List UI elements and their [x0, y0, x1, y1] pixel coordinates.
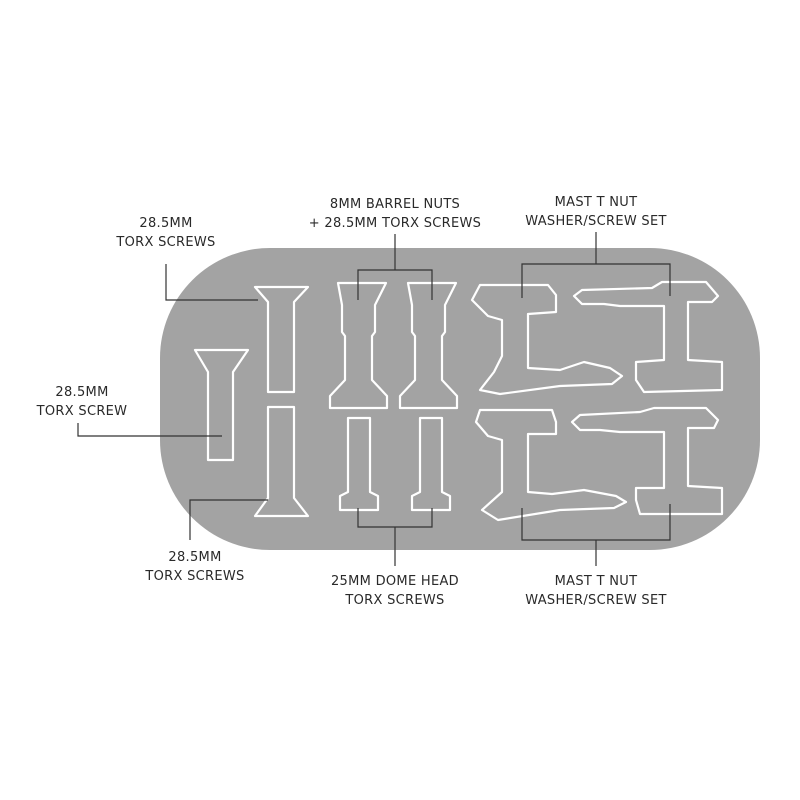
label-top-center-line1: 8MM BARREL NUTS	[329, 197, 461, 212]
label-top-right-line2: WASHER/SCREW SET	[525, 214, 667, 229]
label-bottom-center: 25MM DOME HEAD TORX SCREWS	[310, 572, 480, 610]
leader-mid-left	[77, 423, 222, 437]
label-bottom-right: MAST T NUT WASHER/SCREW SET	[516, 572, 676, 610]
label-top-right: MAST T NUT WASHER/SCREW SET	[516, 193, 676, 231]
label-bottom-right-line1: MAST T NUT	[554, 574, 638, 589]
label-top-center: 8MM BARREL NUTS + 28.5MM TORX SCREWS	[300, 195, 490, 233]
label-bottom-left-line1: 28.5MM	[168, 550, 222, 565]
slot-t-nut-top-left	[470, 283, 624, 396]
slot-t-nut-top-right	[572, 280, 724, 394]
label-bottom-left-line2: TORX SCREWS	[145, 569, 245, 584]
label-top-right-line1: MAST T NUT	[554, 195, 638, 210]
label-top-center-line2: + 28.5MM TORX SCREWS	[308, 216, 482, 231]
slot-barrel-nut-1	[328, 281, 389, 410]
label-top-left-line2: TORX SCREWS	[116, 235, 216, 250]
slot-torx-screw-bottom	[253, 405, 310, 518]
label-mid-left-line2: TORX SCREW	[36, 404, 128, 419]
label-top-left: 28.5MM TORX SCREWS	[104, 214, 228, 252]
leader-top-left	[165, 264, 258, 301]
label-mid-left-line1: 28.5MM	[55, 385, 109, 400]
slot-t-nut-bottom-right	[570, 406, 724, 516]
label-bottom-right-line2: WASHER/SCREW SET	[525, 593, 667, 608]
label-bottom-center-line2: TORX SCREWS	[345, 593, 445, 608]
slot-single-torx-screw	[193, 348, 250, 462]
slot-barrel-nut-2	[398, 281, 459, 410]
slot-dome-head-2	[410, 416, 452, 512]
label-top-left-line1: 28.5MM	[139, 216, 193, 231]
label-bottom-center-line1: 25MM DOME HEAD	[330, 574, 459, 589]
foam-tray	[160, 248, 760, 550]
leader-bottom-left	[189, 499, 268, 540]
slot-dome-head-1	[338, 416, 380, 512]
slot-t-nut-bottom-left	[474, 408, 628, 522]
label-bottom-left: 28.5MM TORX SCREWS	[130, 548, 260, 586]
label-mid-left: 28.5MM TORX SCREW	[22, 383, 142, 421]
slot-torx-screw-top	[253, 285, 310, 394]
